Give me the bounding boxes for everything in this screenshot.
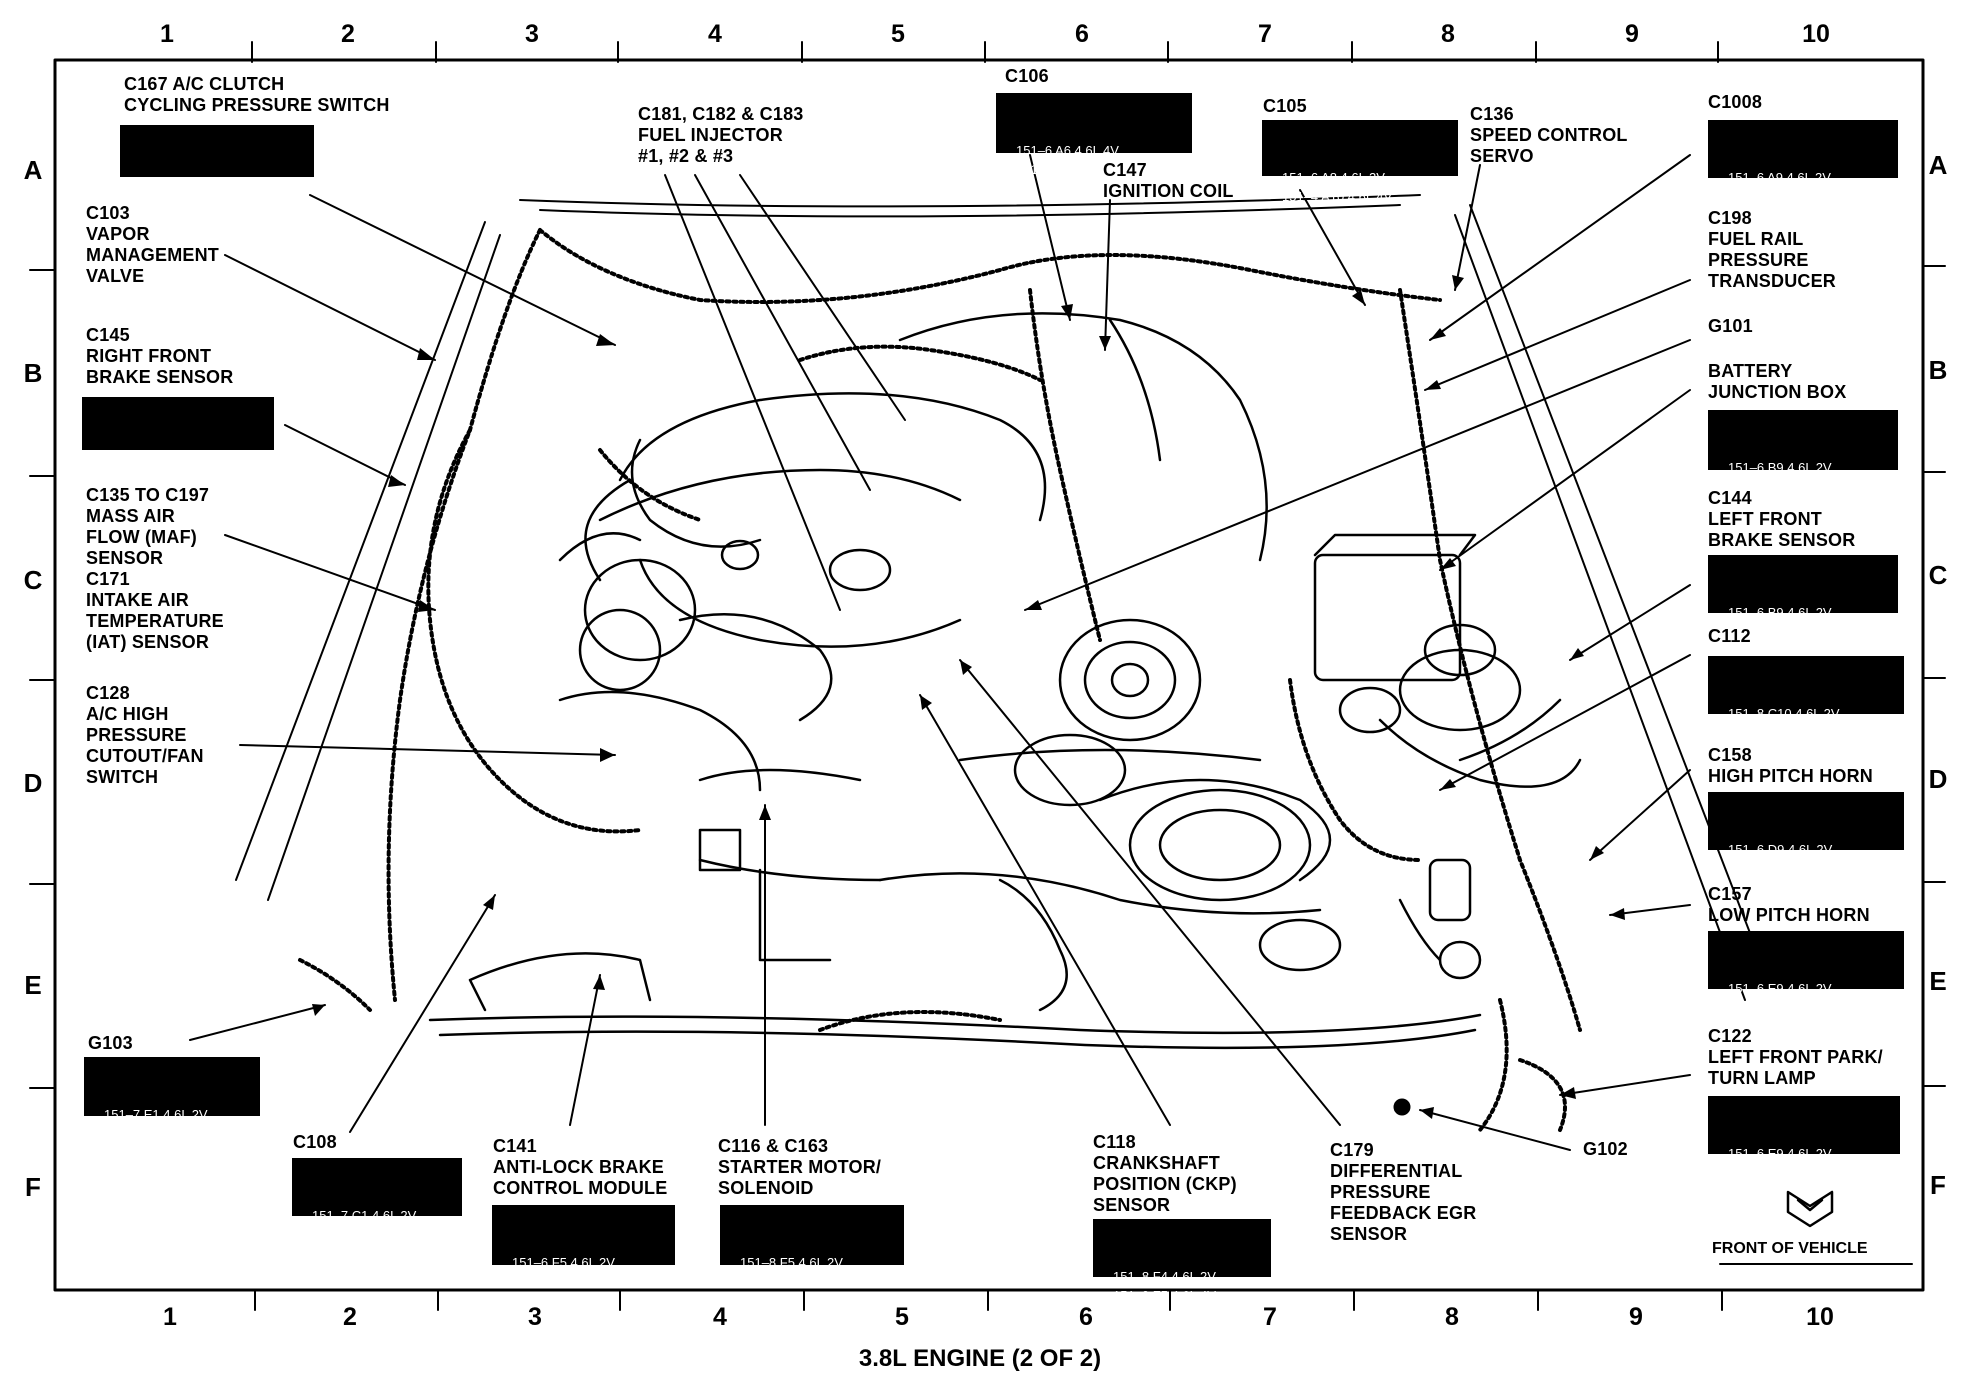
grid-col-bottom: 4 — [713, 1303, 727, 1331]
grid-ticks — [29, 41, 1946, 1311]
c122-label: C122 LEFT FRONT PARK/ TURN LAMP — [1708, 1026, 1883, 1088]
c157-label: C157 LOW PITCH HORN — [1708, 884, 1870, 925]
c1008-label: C1008 — [1708, 92, 1763, 112]
grid-col-bottom: 1 — [163, 1303, 177, 1331]
front-arrow-icon — [1719, 1190, 1913, 1265]
grid-row-right: E — [1929, 966, 1947, 996]
g101-label: G101 — [1708, 316, 1753, 336]
c158-label: C158 HIGH PITCH HORN — [1708, 745, 1873, 786]
grid-row-left: C — [23, 565, 43, 595]
c106-label: C106 — [1005, 66, 1049, 86]
c112-label: C112 — [1708, 626, 1751, 646]
c141-label: C141 ANTI-LOCK BRAKE CONTROL MODULE — [493, 1136, 668, 1198]
grid-row-left: B — [23, 358, 43, 388]
grid-row-right: C — [1928, 560, 1948, 590]
grid-row-left: D — [23, 768, 43, 798]
g102-label: G102 — [1583, 1139, 1628, 1159]
grid-row-right: A — [1928, 150, 1948, 180]
grid-col-top: 6 — [1075, 20, 1089, 48]
grid-row-right: F — [1930, 1170, 1946, 1200]
grid-col-bottom: 3 — [528, 1303, 542, 1331]
front-of-vehicle-label: FRONT OF VEHICLE — [1712, 1240, 1868, 1257]
grid-col-top: 7 — [1258, 20, 1272, 48]
grid-row-left: A — [23, 155, 43, 185]
engine-sketch — [428, 312, 1582, 1050]
c167-label: C167 A/C CLUTCH CYCLING PRESSURE SWITCH — [124, 74, 390, 115]
c145-label: C145 RIGHT FRONT BRAKE SENSOR — [86, 325, 234, 387]
c144-label: C144 LEFT FRONT BRAKE SENSOR — [1708, 488, 1856, 550]
grid-col-top: 10 — [1802, 20, 1830, 48]
grid-col-bottom: 8 — [1445, 1303, 1459, 1331]
c198-label: C198 FUEL RAIL PRESSURE TRANSDUCER — [1708, 208, 1836, 291]
grid-col-bottom: 10 — [1806, 1303, 1834, 1331]
c103-label: C103 VAPOR MANAGEMENT VALVE — [86, 203, 219, 286]
c105-label: C105 — [1263, 96, 1307, 116]
c108-label: C108 — [293, 1132, 337, 1152]
battery-junction-label: BATTERY JUNCTION BOX — [1708, 361, 1847, 402]
grid-col-bottom: 5 — [895, 1303, 909, 1331]
c181-label: C181, C182 & C183 FUEL INJECTOR #1, #2 &… — [638, 104, 804, 166]
c179-label: C179 DIFFERENTIAL PRESSURE FEEDBACK EGR … — [1330, 1140, 1477, 1244]
grid-col-top: 4 — [708, 20, 722, 48]
diagram-caption: 3.8L ENGINE (2 OF 2) — [858, 1345, 1102, 1372]
grid-col-bottom: 7 — [1263, 1303, 1277, 1331]
grid-row-left: E — [24, 970, 42, 1000]
grid-col-bottom: 2 — [343, 1303, 357, 1331]
grid-col-top: 9 — [1625, 20, 1639, 48]
grid-col-top: 3 — [525, 20, 539, 48]
g102-ground-point — [1393, 1098, 1411, 1116]
grid-col-top: 8 — [1441, 20, 1455, 48]
diagram-frame — [53, 58, 1925, 1292]
grid-row-left: F — [25, 1172, 41, 1202]
arrow-heads — [312, 275, 1625, 1119]
grid-col-top: 1 — [160, 20, 174, 48]
grid-col-top: 2 — [341, 20, 355, 48]
c118-label: C118 CRANKSHAFT POSITION (CKP) SENSOR — [1093, 1132, 1237, 1215]
c147-label: C147 IGNITION COIL — [1103, 160, 1234, 201]
grid-row-right: B — [1928, 355, 1948, 385]
grid-row-right: D — [1928, 764, 1948, 794]
grid-col-bottom: 6 — [1079, 1303, 1093, 1331]
c116-label: C116 & C163 STARTER MOTOR/ SOLENOID — [718, 1136, 882, 1198]
g103-label: G103 — [88, 1033, 133, 1053]
grid-col-bottom: 9 — [1629, 1303, 1643, 1331]
body-outline — [235, 194, 1771, 1001]
grid-col-top: 5 — [891, 20, 905, 48]
c135-label: C135 TO C197 MASS AIR FLOW (MAF) SENSOR … — [86, 485, 224, 652]
c136-label: C136 SPEED CONTROL SERVO — [1470, 104, 1628, 166]
leader-lines — [189, 154, 1691, 1151]
wire-harness — [298, 228, 1582, 1132]
c128-label: C128 A/C HIGH PRESSURE CUTOUT/FAN SWITCH — [86, 683, 204, 787]
